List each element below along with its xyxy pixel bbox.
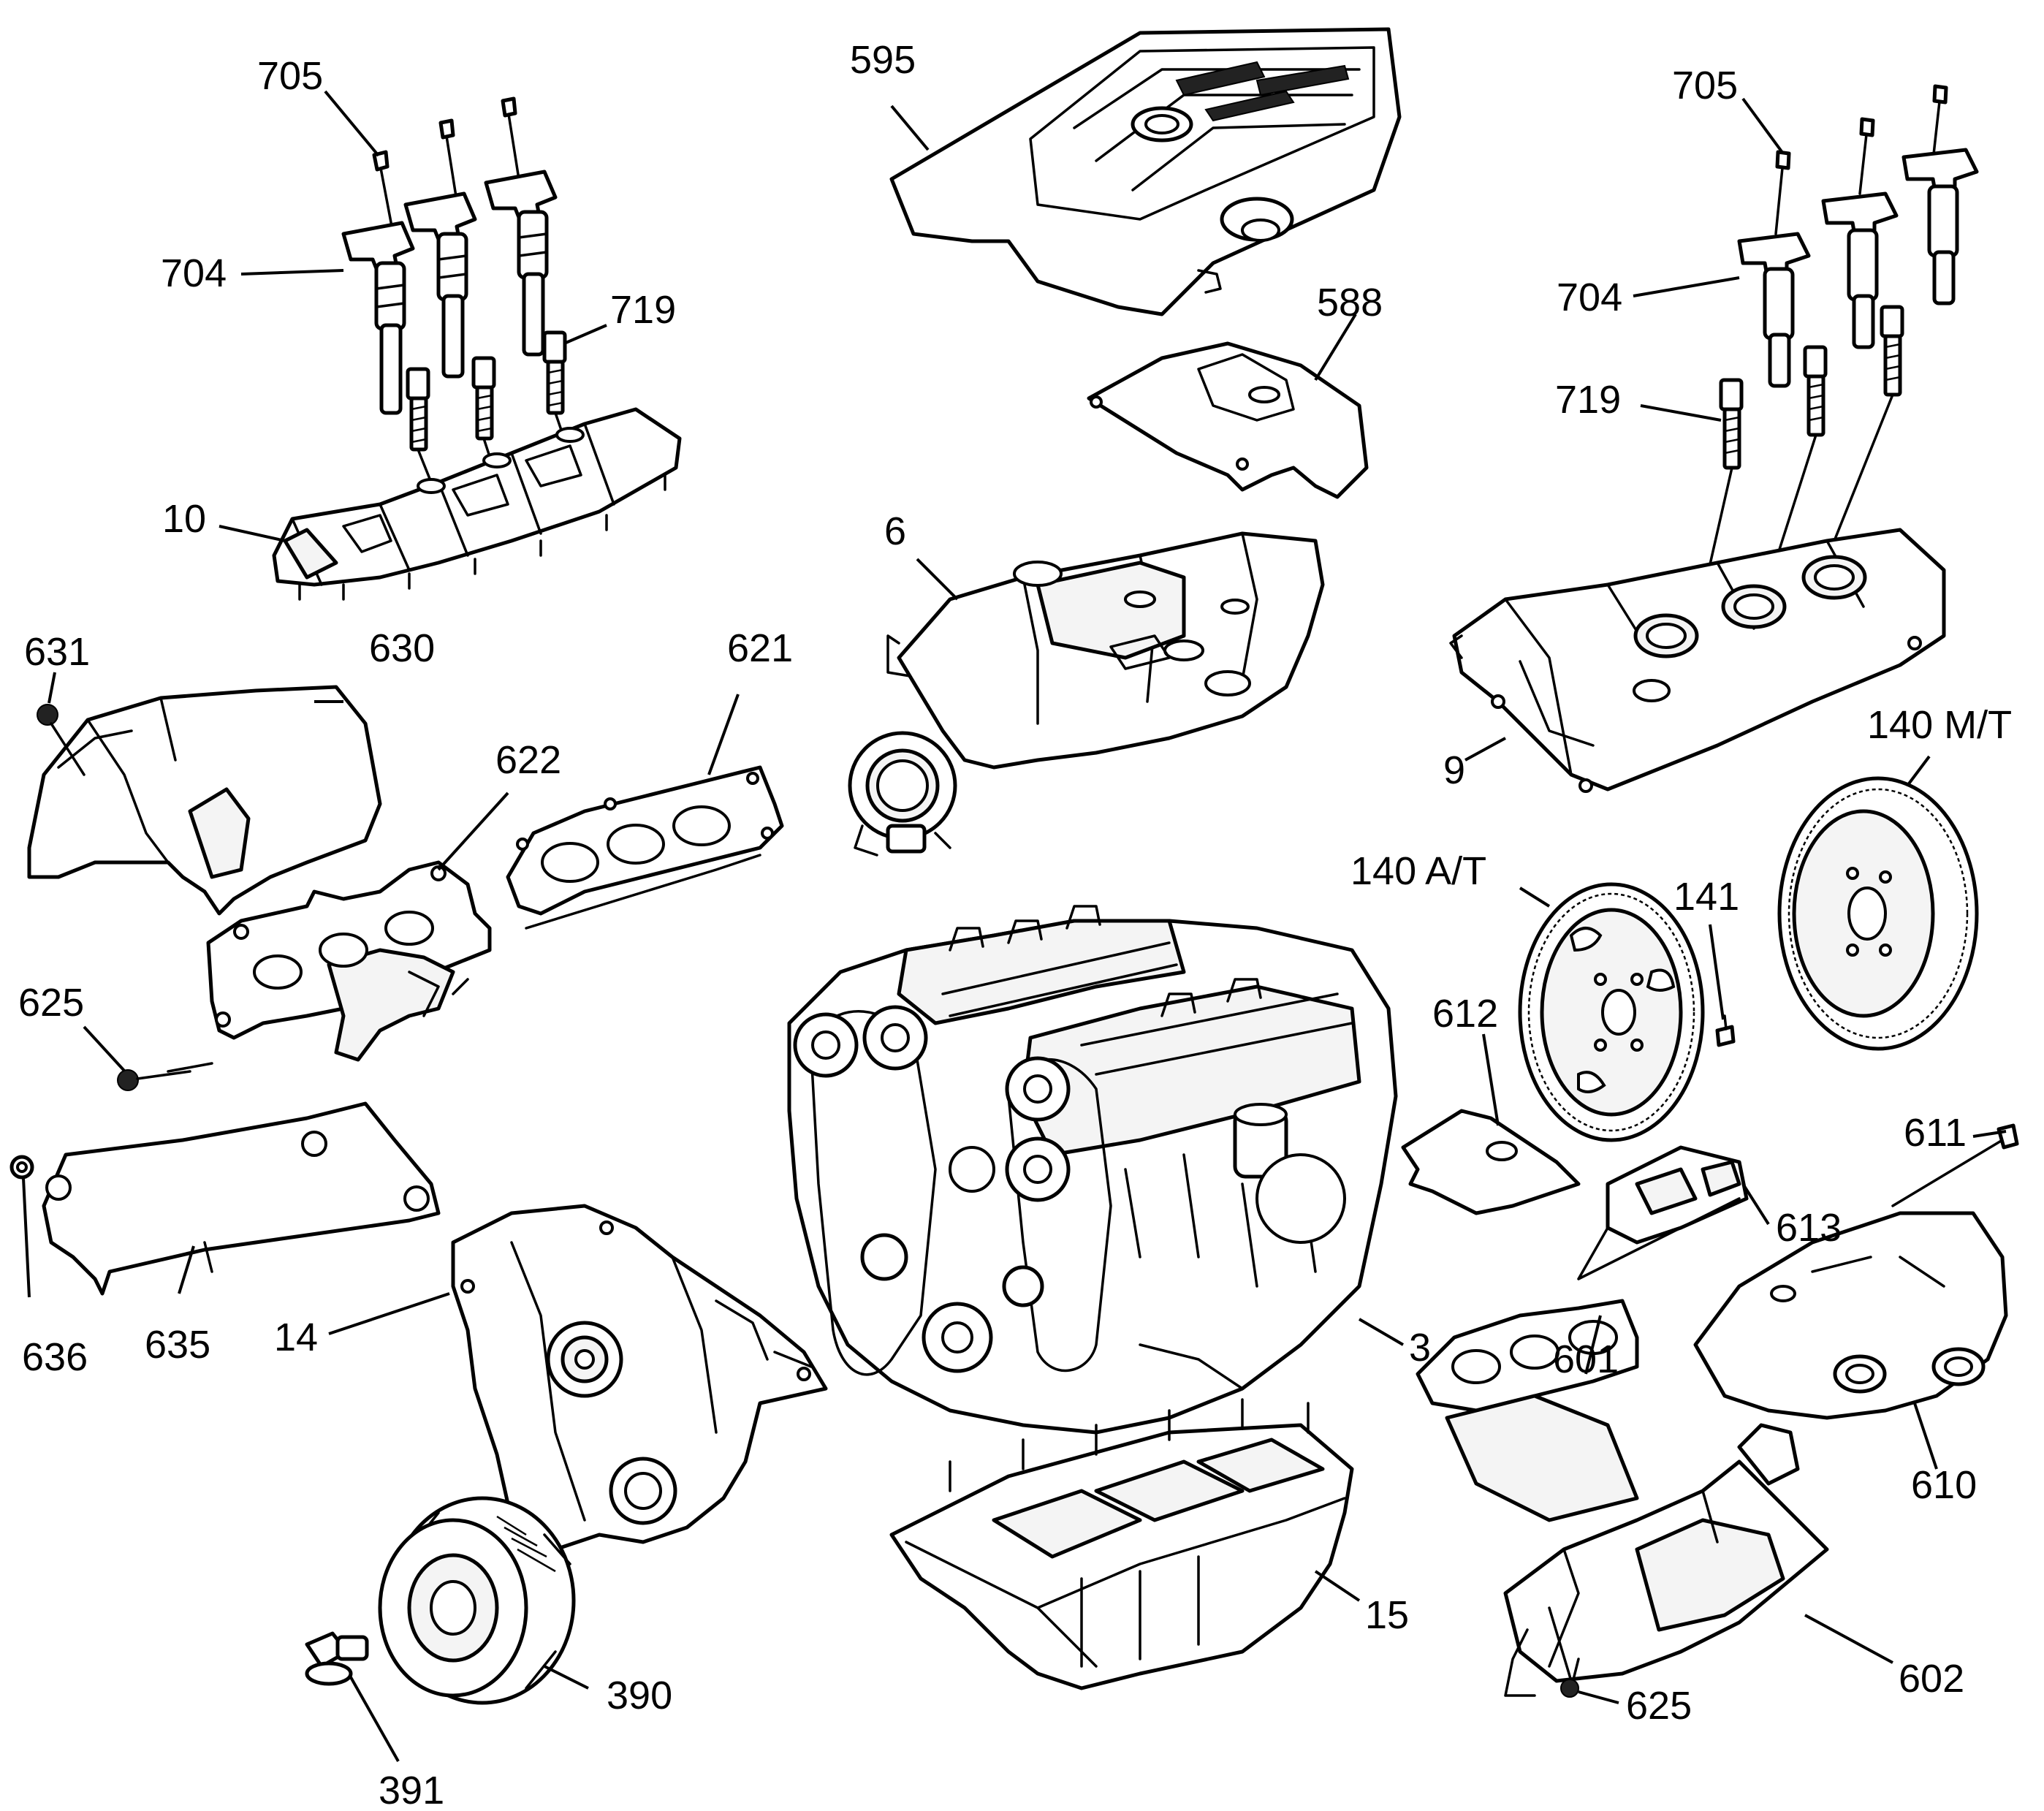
callout-140-at: 140 A/T [1350, 849, 1486, 893]
callout-15: 15 [1365, 1593, 1409, 1637]
left-ignition-coils-704 [341, 96, 558, 415]
callout-10: 10 [162, 497, 206, 541]
engine-cover-595 [889, 27, 1402, 316]
valve-cover-10 [272, 407, 682, 601]
heat-shield-635 [42, 1101, 441, 1296]
callout-625-right: 625 [1626, 1684, 1692, 1728]
heat-shield-630 [27, 685, 382, 916]
callout-601: 601 [1553, 1337, 1619, 1381]
callout-635: 635 [145, 1323, 210, 1367]
callout-612: 612 [1432, 992, 1498, 1036]
bolt-391 [305, 1631, 369, 1686]
gasket-621 [506, 765, 784, 930]
flexplate-140-at [1518, 882, 1705, 1142]
timing-cover-14 [451, 1204, 828, 1552]
shield-613 [1577, 1145, 1749, 1280]
callout-719-left: 719 [610, 288, 676, 332]
callout-391: 391 [379, 1769, 444, 1811]
callout-140-mt: 140 M/T [1867, 703, 2012, 747]
intake-manifold-6 [848, 531, 1325, 857]
callout-611: 611 [1904, 1111, 1967, 1155]
callout-631: 631 [24, 630, 90, 674]
left-spark-plugs-719 [406, 330, 567, 484]
bolt-631 [37, 704, 86, 776]
right-spark-plugs-719 [1694, 305, 1904, 630]
callout-719-right: 719 [1555, 378, 1621, 422]
callout-610: 610 [1911, 1463, 1977, 1507]
exhaust-manifold-622 [206, 860, 492, 1062]
callout-705-left: 705 [257, 54, 323, 98]
nut-636 [10, 1155, 34, 1180]
callout-613: 613 [1776, 1206, 1842, 1250]
plate-612 [1401, 1109, 1581, 1215]
oil-pan-15 [889, 1398, 1354, 1690]
callout-595: 595 [850, 38, 916, 82]
bolt-625-left [117, 1062, 213, 1091]
exhaust-manifold-602 [1503, 1423, 1829, 1697]
bolt-141 [1715, 1014, 1736, 1047]
callout-625-left: 625 [18, 981, 84, 1025]
shield-588 [1087, 341, 1369, 499]
callout-labels: 705 704 719 10 595 588 705 704 719 9 6 6… [18, 38, 2012, 1811]
engine-assembly-3 [787, 905, 1398, 1435]
callout-390: 390 [607, 1674, 672, 1717]
callout-621: 621 [727, 626, 793, 670]
flywheel-140-mt [1777, 776, 1979, 1051]
callout-704-right: 704 [1557, 276, 1622, 319]
callout-6: 6 [884, 509, 906, 553]
bolt-625-right [1548, 1606, 1579, 1698]
callout-3: 3 [1409, 1326, 1431, 1370]
callout-705-right: 705 [1672, 64, 1738, 107]
valve-cover-9 [1449, 528, 1946, 793]
callout-141: 141 [1673, 875, 1739, 919]
callout-636: 636 [22, 1335, 88, 1379]
callout-588: 588 [1317, 281, 1383, 324]
callout-602: 602 [1899, 1657, 1964, 1701]
callout-14: 14 [274, 1315, 318, 1359]
callout-9: 9 [1443, 748, 1465, 792]
leader-lines [22, 90, 2007, 1762]
callout-704-left: 704 [161, 251, 227, 295]
gasket-601 [1416, 1299, 1639, 1522]
heat-shield-610 [1693, 1211, 2008, 1420]
callout-630: 630 [369, 626, 435, 670]
crankshaft-pulley-390 [378, 1496, 576, 1705]
callout-622: 622 [495, 738, 561, 782]
right-ignition-coils-704 [1737, 84, 1979, 388]
